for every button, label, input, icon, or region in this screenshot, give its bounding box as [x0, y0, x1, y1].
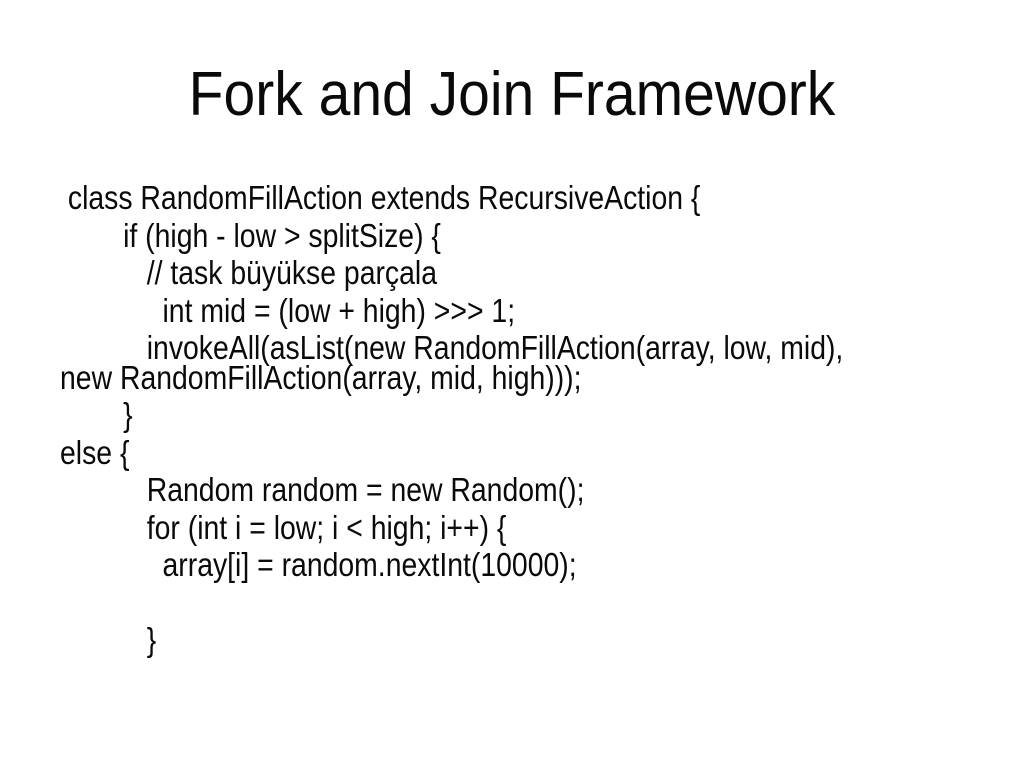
code-line: // task büyükse parçala	[60, 254, 438, 291]
code-line: int mid = (low + high) >>> 1;	[60, 291, 516, 329]
code-block: class RandomFillAction extends Recursive…	[60, 179, 1006, 659]
code-line: class RandomFillAction extends Recursive…	[60, 179, 701, 216]
slide-title: Fork and Join Framework	[188, 60, 836, 129]
code-line: invokeAll(asList(new RandomFillAction(ar…	[60, 329, 844, 366]
code-line: }	[60, 396, 133, 433]
code-line-blank	[60, 584, 1006, 622]
code-line: for (int i = low; i < high; i++) {	[60, 508, 507, 546]
code-line: array[i] = random.nextInt(10000);	[60, 546, 577, 583]
code-line: if (high - low > splitSize) {	[60, 216, 441, 254]
code-line: new RandomFillAction(array, mid, high)))…	[60, 358, 582, 396]
code-line: Random random = new Random();	[60, 471, 585, 508]
code-line: else {	[60, 433, 130, 471]
code-line: }	[60, 621, 157, 658]
